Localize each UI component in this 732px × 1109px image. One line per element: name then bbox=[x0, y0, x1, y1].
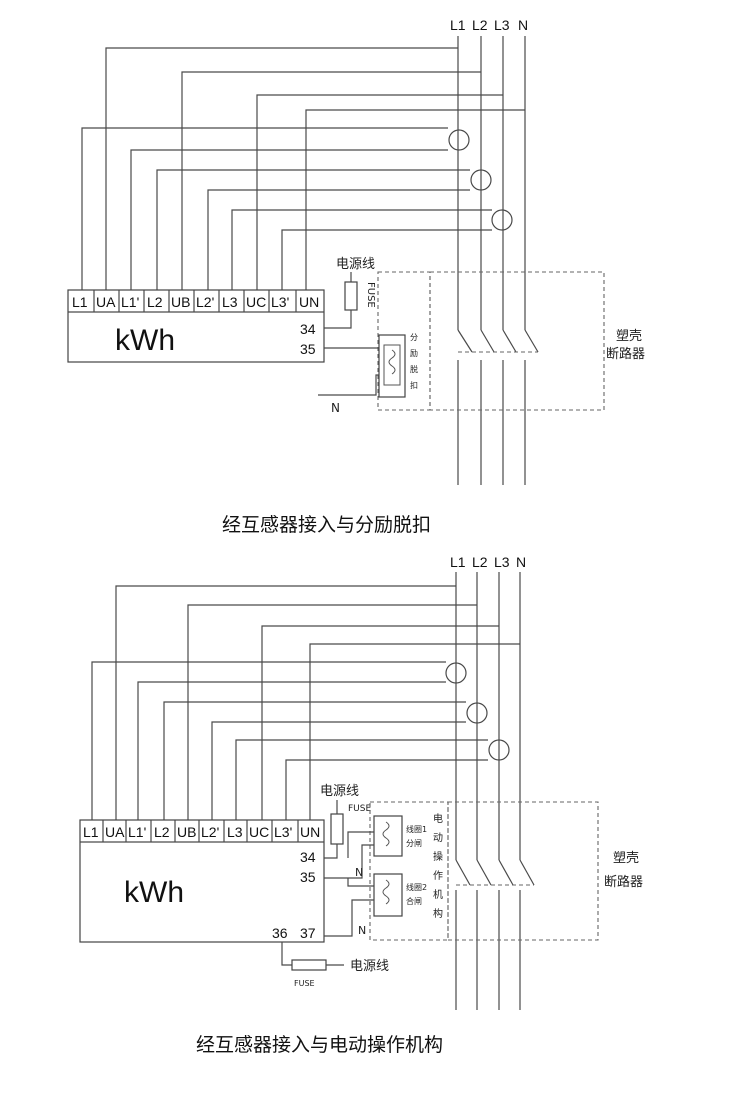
ct-ring-l1 bbox=[448, 129, 470, 151]
coil-2-sublabel: 合闸 bbox=[406, 896, 422, 906]
bus-lines bbox=[455, 572, 521, 1010]
bus-label-l3: L3 bbox=[494, 554, 510, 570]
bus-lines bbox=[457, 36, 526, 485]
mechanism-char-6: 构 bbox=[433, 907, 443, 920]
coil-1 bbox=[373, 815, 403, 857]
bus-label-n: N bbox=[516, 554, 526, 570]
voltage-wires bbox=[115, 585, 520, 820]
ct-ring-l1 bbox=[445, 662, 467, 684]
terminal-un: UN bbox=[299, 294, 319, 310]
ct-wires bbox=[91, 661, 488, 820]
coil-1-label: 线圈1 bbox=[406, 824, 427, 834]
breaker-box bbox=[447, 801, 599, 941]
mechanism-char-1: 电 bbox=[433, 812, 443, 825]
fuse-symbol bbox=[344, 281, 358, 311]
breaker-label-2: 断路器 bbox=[606, 346, 645, 362]
bus-label-l2: L2 bbox=[472, 17, 488, 33]
meter-2: L1 UA L1' L2 UB L2' L3 UC L3' UN kWh 34 … bbox=[79, 819, 325, 943]
terminal-34: 34 bbox=[300, 321, 316, 337]
terminal-l1-prime: L1' bbox=[121, 294, 139, 310]
meter-1: L1 UA L1' L2 UB L2' L3 UC L3' UN kWh 34 … bbox=[67, 289, 325, 363]
terminal-l1: L1 bbox=[83, 824, 99, 840]
power-line-label: 电源线 bbox=[336, 257, 375, 272]
terminal-un: UN bbox=[300, 824, 320, 840]
breaker-label-1: 塑壳 bbox=[613, 851, 639, 866]
terminal-l2-prime: L2' bbox=[196, 294, 214, 310]
mechanism-char-4: 作 bbox=[433, 870, 443, 882]
terminal-37: 37 bbox=[300, 925, 316, 941]
terminal-ub: UB bbox=[177, 824, 196, 840]
terminal-row bbox=[93, 290, 297, 312]
ct-ring-l3 bbox=[488, 739, 510, 761]
voltage-wires bbox=[105, 47, 525, 290]
bus-label-l1: L1 bbox=[450, 554, 466, 570]
coil-2-label: 线圈2 bbox=[406, 882, 427, 892]
terminal-l3-prime: L3' bbox=[271, 294, 289, 310]
terminal-ua: UA bbox=[105, 824, 125, 840]
shunt-label-1: 分 bbox=[410, 333, 418, 342]
caption-2: 经互感器接入与电动操作机构 bbox=[196, 1034, 443, 1056]
bus-label-l2: L2 bbox=[472, 554, 488, 570]
terminal-ua: UA bbox=[96, 294, 116, 310]
ct-wires bbox=[81, 127, 492, 290]
terminal-l2: L2 bbox=[147, 294, 163, 310]
shunt-label-4: 扣 bbox=[410, 380, 418, 390]
breaker-label-1: 塑壳 bbox=[616, 329, 642, 344]
terminal-l1: L1 bbox=[72, 294, 88, 310]
mechanism-char-5: 机 bbox=[433, 888, 443, 901]
bus-label-n: N bbox=[518, 17, 528, 33]
terminal-l1-prime: L1' bbox=[128, 824, 146, 840]
terminal-35: 35 bbox=[300, 869, 316, 885]
terminal-l2: L2 bbox=[154, 824, 170, 840]
ct-ring-l3 bbox=[491, 209, 513, 231]
breaker-label-2: 断路器 bbox=[604, 874, 643, 890]
terminal-36: 36 bbox=[272, 925, 288, 941]
neutral-label: N bbox=[331, 401, 340, 415]
terminal-uc: UC bbox=[249, 824, 269, 840]
ct-ring-l2 bbox=[470, 169, 492, 191]
fuse-bottom-symbol bbox=[291, 959, 327, 971]
shunt-label-2: 励 bbox=[410, 349, 418, 358]
coil-1-sublabel: 分闸 bbox=[406, 839, 422, 848]
terminal-row bbox=[102, 820, 299, 842]
breaker-switches bbox=[457, 329, 539, 353]
terminal-35: 35 bbox=[300, 341, 316, 357]
terminal-l2-prime: L2' bbox=[201, 824, 219, 840]
diagram-2: L1 L2 L3 N bbox=[79, 554, 643, 1056]
coil-2 bbox=[373, 873, 403, 917]
shunt-label-3: 脱 bbox=[410, 364, 418, 374]
fuse-symbol bbox=[330, 813, 344, 845]
caption-1: 经互感器接入与分励脱扣 bbox=[222, 514, 431, 536]
terminal-l3: L3 bbox=[222, 294, 238, 310]
breaker-box bbox=[429, 271, 605, 411]
bus-label-l3: L3 bbox=[494, 17, 510, 33]
mechanism-char-3: 操 bbox=[433, 850, 443, 863]
meter-label: kWh bbox=[115, 324, 175, 357]
breaker-switches bbox=[455, 859, 535, 886]
terminal-l3-prime: L3' bbox=[274, 824, 292, 840]
bus-label-l1: L1 bbox=[450, 17, 466, 33]
power-line-bottom-label: 电源线 bbox=[350, 959, 389, 974]
fuse-bottom-label: FUSE bbox=[294, 979, 315, 988]
ct-ring-l2 bbox=[466, 702, 488, 724]
neutral-label-1: N bbox=[355, 866, 363, 879]
terminal-34: 34 bbox=[300, 849, 316, 865]
power-line-label: 电源线 bbox=[320, 784, 359, 799]
fuse-label: FUSE bbox=[348, 804, 371, 814]
terminal-uc: UC bbox=[246, 294, 266, 310]
diagram-1: L1 L2 L3 N bbox=[67, 17, 645, 536]
meter-label: kWh bbox=[124, 876, 184, 909]
mechanism-char-2: 动 bbox=[433, 832, 443, 844]
terminal-ub: UB bbox=[171, 294, 190, 310]
terminal-l3: L3 bbox=[227, 824, 243, 840]
fuse-label: FUSE bbox=[365, 282, 376, 308]
neutral-label-2: N bbox=[358, 924, 366, 937]
